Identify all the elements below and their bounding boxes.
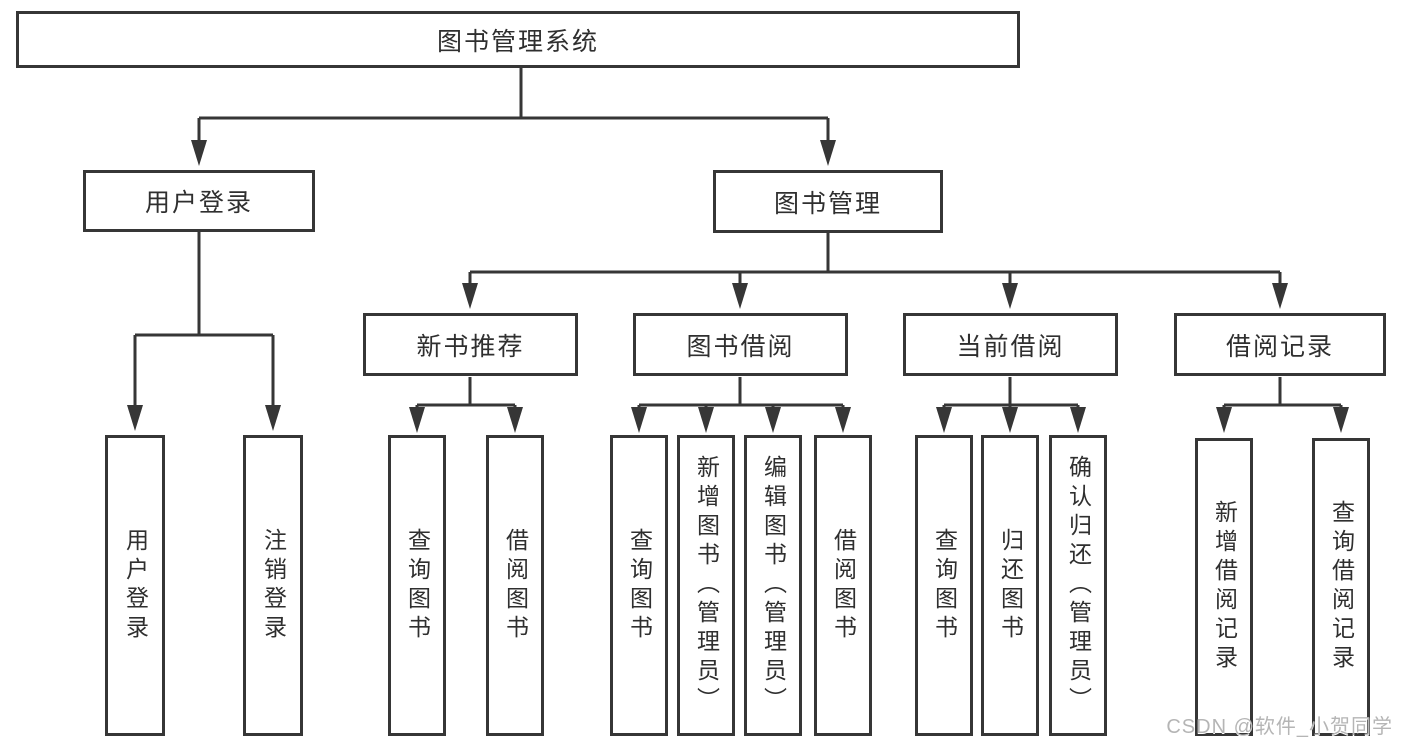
leaf-borrow-borrow-books: 借阅图书 [814, 435, 872, 736]
leaf-current-confirm-return-admin: 确认归还（管理员） [1049, 435, 1107, 736]
connector-paths [133, 68, 1343, 411]
node-user-login: 用户登录 [83, 170, 315, 232]
leaf-current-query-books: 查询图书 [915, 435, 973, 736]
leaf-borrow-edit-books-admin: 编辑图书（管理员） [744, 435, 802, 736]
node-root-library-system: 图书管理系统 [16, 11, 1020, 68]
node-book-borrow: 图书借阅 [633, 313, 848, 376]
leaf-user-login: 用户登录 [105, 435, 165, 736]
leaf-recommend-borrow-books: 借阅图书 [486, 435, 544, 736]
leaf-borrow-query-books: 查询图书 [610, 435, 668, 736]
leaf-borrow-add-books-admin: 新增图书（管理员） [677, 435, 735, 736]
connector-arrowheads [127, 140, 1349, 433]
leaf-current-return-books: 归还图书 [981, 435, 1039, 736]
leaf-records-query-record: 查询借阅记录 [1312, 438, 1370, 736]
leaf-records-add-record: 新增借阅记录 [1195, 438, 1253, 736]
node-current-borrow: 当前借阅 [903, 313, 1118, 376]
leaf-recommend-query-books: 查询图书 [388, 435, 446, 736]
node-book-management: 图书管理 [713, 170, 943, 233]
node-borrow-records: 借阅记录 [1174, 313, 1386, 376]
node-new-book-recommend: 新书推荐 [363, 313, 578, 376]
leaf-logout: 注销登录 [243, 435, 303, 736]
csdn-watermark: CSDN @软件_小贺同学 [1166, 716, 1393, 738]
